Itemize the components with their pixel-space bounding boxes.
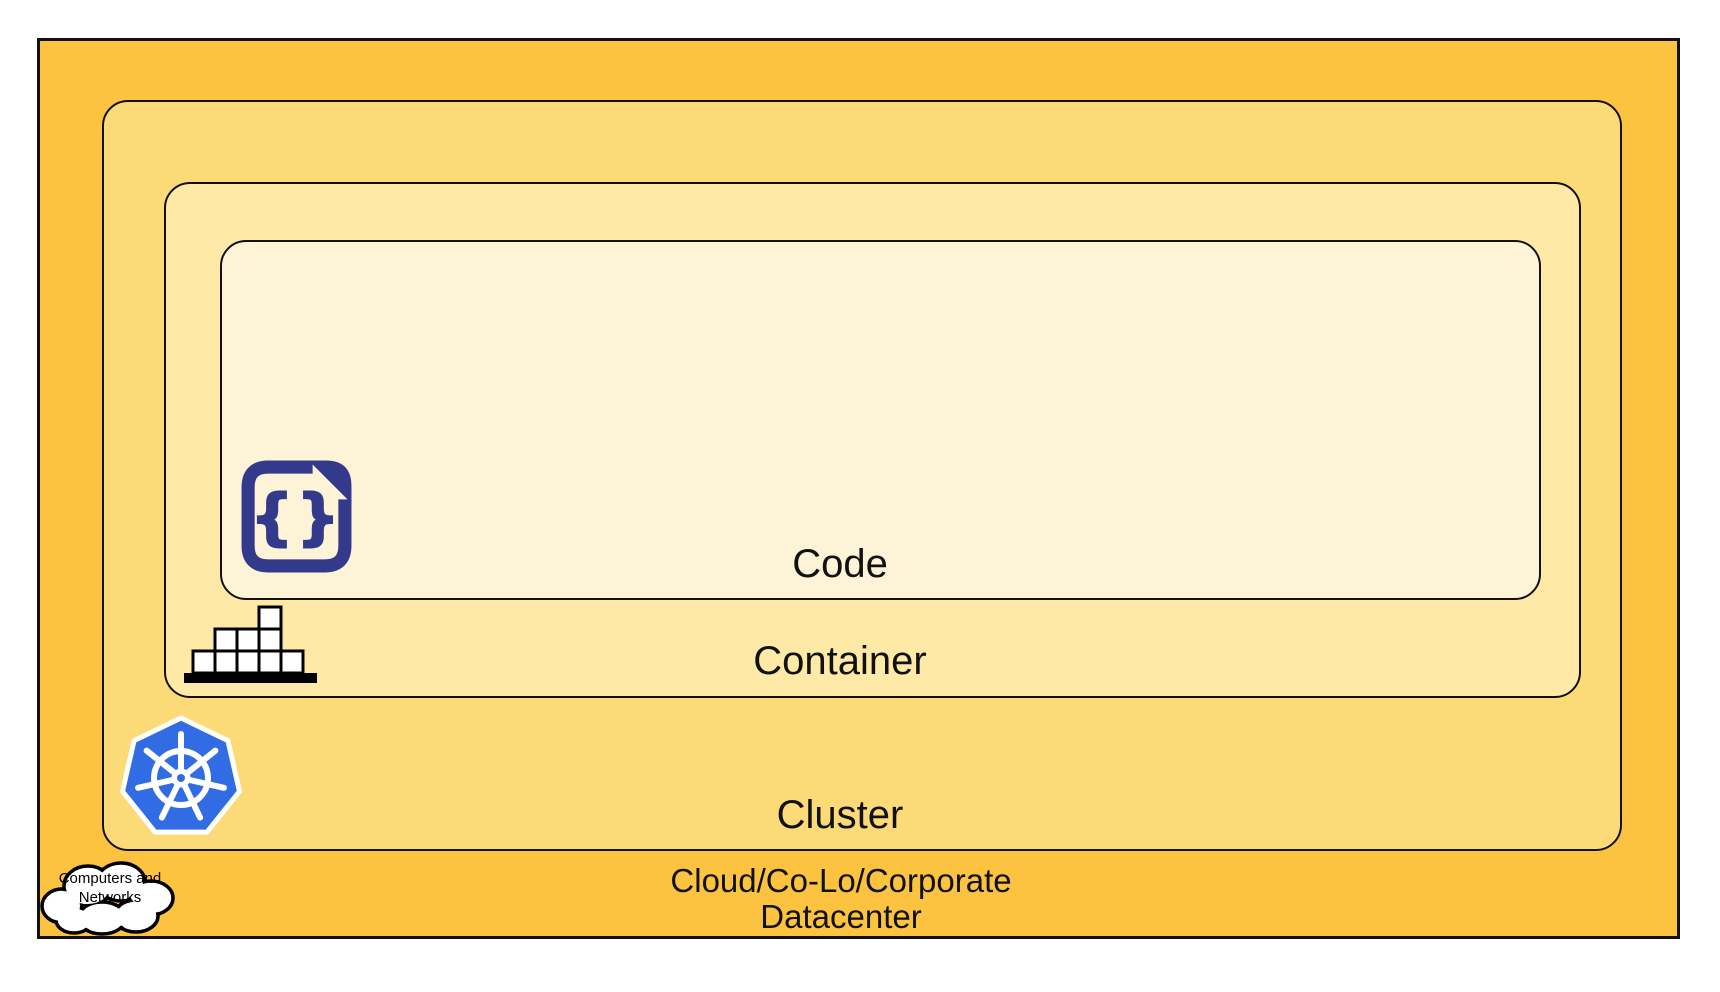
datacenter-label-line1: Cloud/Co-Lo/Corporate — [670, 862, 1012, 899]
cloud-icon — [40, 861, 175, 936]
cluster-label: Cluster — [776, 793, 904, 837]
code-file-icon: {} — [241, 460, 352, 573]
code-label: Code — [792, 542, 888, 586]
cloud-label-line1: Computers and — [58, 870, 162, 887]
kubernetes-icon — [120, 715, 242, 835]
cloud-label: Computers and Networks — [36, 869, 184, 907]
container-label: Container — [753, 639, 927, 683]
cloud-callout: Computers and Networks — [36, 848, 184, 940]
cloud-label-line2: Networks — [78, 889, 142, 906]
brick-base-bar — [184, 673, 317, 683]
container-box: {} Code — [164, 182, 1581, 698]
container-bricks-icon — [184, 605, 317, 683]
datacenter-box: {} Code — [37, 38, 1680, 939]
datacenter-label: Cloud/Co-Lo/Corporate Datacenter — [541, 863, 1141, 935]
code-box: {} Code — [220, 240, 1541, 600]
cluster-box: {} Code — [102, 100, 1622, 851]
curly-braces-glyph: {} — [250, 483, 342, 553]
datacenter-label-line2: Datacenter — [760, 898, 922, 935]
